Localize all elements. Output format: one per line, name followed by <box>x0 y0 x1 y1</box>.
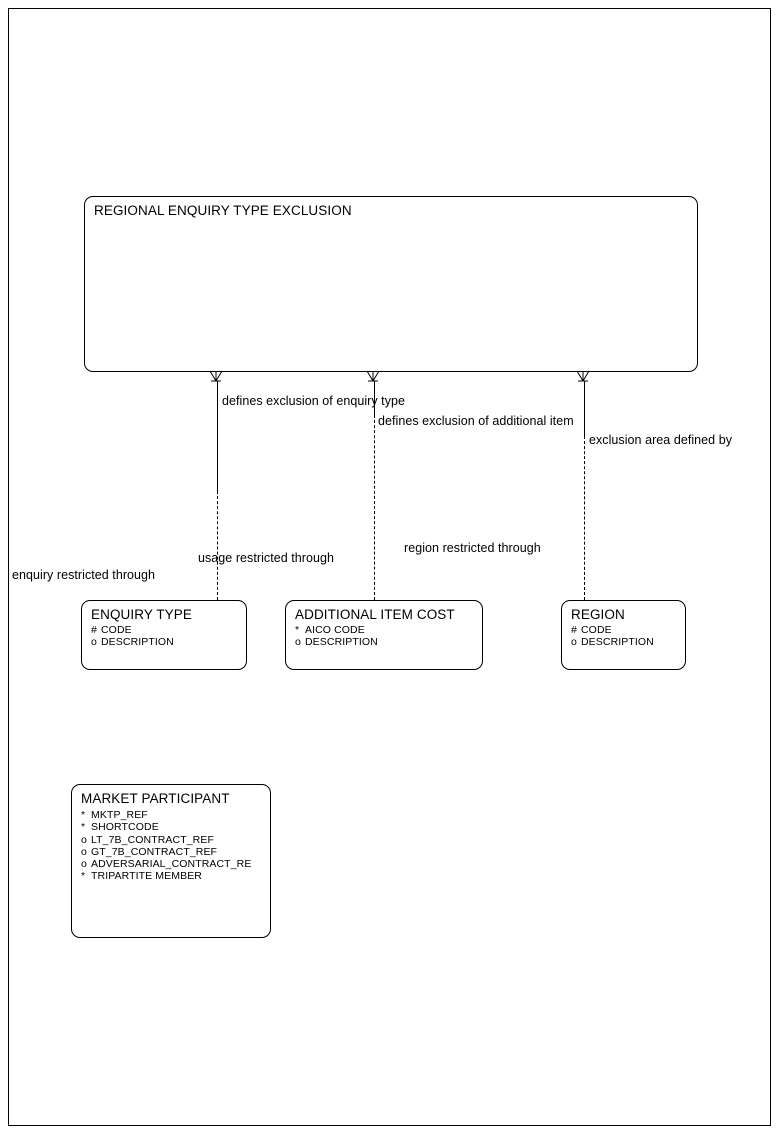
attribute-row: * SHORTCODE <box>81 821 251 833</box>
relationship-label-exclusion-area-defined-by: exclusion area defined by <box>589 433 733 447</box>
attribute-mark: o <box>81 858 87 871</box>
attribute-mark: o <box>81 845 87 858</box>
entity-enquiry-type[interactable]: ENQUIRY TYPE # CODE o DESCRIPTION <box>81 600 247 670</box>
attribute-name: CODE <box>581 624 612 636</box>
entity-additional-item-cost[interactable]: ADDITIONAL ITEM COST * AICO CODE o DESCRIP… <box>285 600 483 670</box>
attribute-name: AICO CODE <box>305 624 365 636</box>
attribute-name: SHORTCODE <box>91 821 159 834</box>
entity-market-participant[interactable]: MARKET PARTICIPANT * MKTP_REF * SHORTCODE … <box>71 784 271 938</box>
attribute-row: # CODE <box>91 624 174 636</box>
relationship-line-additional-item-lower <box>374 415 375 600</box>
entity-region[interactable]: REGION # CODE o DESCRIPTION <box>561 600 686 670</box>
attribute-row: * TRIPARTITE MEMBER <box>81 870 251 882</box>
attribute-name: TRIPARTITE MEMBER <box>91 870 202 883</box>
crowsfoot-icon-enquiry-type <box>209 370 223 383</box>
relationship-label-defines-exclusion-of-additional-item: defines exclusion of additional item <box>378 414 574 428</box>
attribute-list: * MKTP_REF * SHORTCODE o LT_7B_CONTRACT_REF… <box>81 809 251 883</box>
entity-title: ENQUIRY TYPE <box>91 607 192 622</box>
entity-regional-enquiry-type-exclusion[interactable]: REGIONAL ENQUIRY TYPE EXCLUSION <box>84 196 698 372</box>
attribute-mark: * <box>81 870 86 883</box>
crowsfoot-icon-region <box>576 370 590 383</box>
attribute-row: * AICO CODE <box>295 624 378 636</box>
attribute-row: o ADVERSARIAL_CONTRACT_RE <box>81 858 251 870</box>
attribute-row: o DESCRIPTION <box>571 636 654 648</box>
entity-title: REGION <box>571 607 625 622</box>
attribute-name: MKTP_REF <box>91 809 148 821</box>
attribute-mark: * <box>81 821 86 834</box>
entity-title: ADDITIONAL ITEM COST <box>295 607 455 622</box>
attribute-row: * MKTP_REF <box>81 809 251 821</box>
entity-title: MARKET PARTICIPANT <box>81 791 230 806</box>
relationship-line-region-lower <box>584 436 585 600</box>
attribute-name: CODE <box>101 624 132 636</box>
relationship-line-enquiry-type-lower <box>217 491 218 600</box>
crowsfoot-icon-additional-item-cost <box>366 370 380 383</box>
attribute-mark: # <box>91 624 97 636</box>
attribute-mark: * <box>81 809 86 821</box>
relationship-line-enquiry-type-upper <box>217 381 218 491</box>
page-border <box>8 8 771 1126</box>
attribute-name: ADVERSARIAL_CONTRACT_RE <box>91 858 252 871</box>
attribute-mark: o <box>81 833 87 846</box>
entity-title: REGIONAL ENQUIRY TYPE EXCLUSION <box>94 203 352 218</box>
relationship-line-additional-item-upper <box>374 381 375 415</box>
attribute-name: LT_7B_CONTRACT_REF <box>91 833 214 846</box>
attribute-row: o DESCRIPTION <box>91 636 174 648</box>
attribute-list: * AICO CODE o DESCRIPTION <box>295 624 378 649</box>
attribute-row: o LT_7B_CONTRACT_REF <box>81 834 251 846</box>
attribute-list: # CODE o DESCRIPTION <box>571 624 654 649</box>
relationship-label-enquiry-restricted-through: enquiry restricted through <box>12 568 156 582</box>
relationship-line-region-upper <box>584 381 585 436</box>
attribute-row: # CODE <box>571 624 654 636</box>
attribute-row: o GT_7B_CONTRACT_REF <box>81 846 251 858</box>
attribute-mark: o <box>91 636 97 649</box>
relationship-label-usage-restricted-through: usage restricted through <box>198 551 335 565</box>
relationship-label-defines-exclusion-of-enquiry-type: defines exclusion of enquiry type <box>222 394 406 408</box>
attribute-mark: o <box>571 636 577 649</box>
attribute-list: # CODE o DESCRIPTION <box>91 624 174 649</box>
attribute-mark: # <box>571 624 577 636</box>
relationship-label-region-restricted-through: region restricted through <box>404 541 541 555</box>
attribute-mark: * <box>295 624 300 636</box>
attribute-name: DESCRIPTION <box>581 636 654 649</box>
attribute-row: o DESCRIPTION <box>295 636 378 648</box>
attribute-name: GT_7B_CONTRACT_REF <box>91 845 218 858</box>
attribute-name: DESCRIPTION <box>101 636 174 649</box>
attribute-name: DESCRIPTION <box>305 636 378 649</box>
attribute-mark: o <box>295 636 301 649</box>
